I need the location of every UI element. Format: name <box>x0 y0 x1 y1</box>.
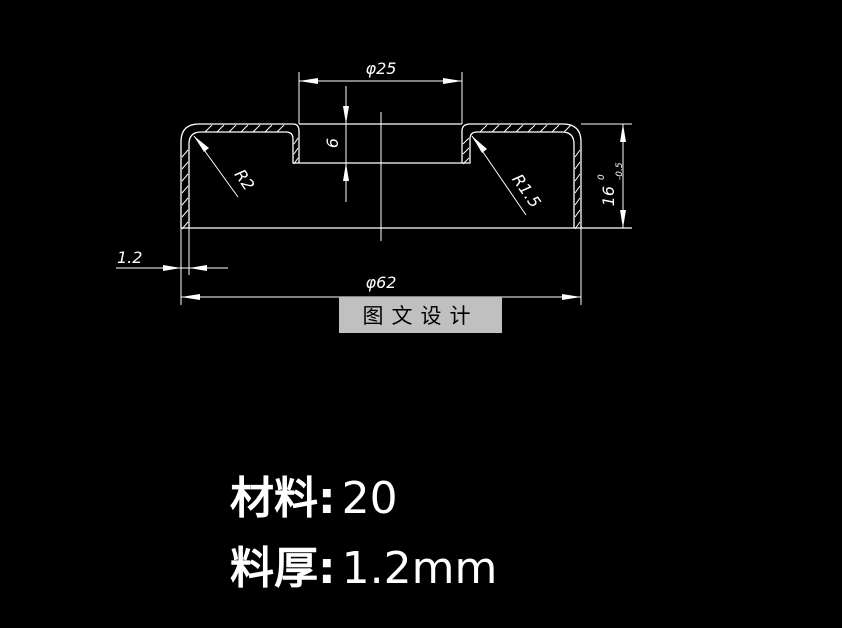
hatch-line <box>574 185 581 194</box>
hatch-line <box>276 124 285 133</box>
dim-height: 16 0 -0.5 <box>597 162 625 206</box>
arrow <box>343 163 349 181</box>
hatch-line <box>204 124 213 133</box>
hatch-line <box>240 124 249 133</box>
arrow <box>343 106 349 124</box>
thickness-label: 料厚: <box>230 543 336 594</box>
hatch-line <box>293 147 299 155</box>
thickness-value: 1.2mm <box>341 543 498 594</box>
dim-inner-radius: R2 <box>231 166 259 194</box>
hatch-line <box>181 209 189 218</box>
arrow <box>443 78 462 84</box>
arrow <box>181 294 200 300</box>
arrow <box>163 265 181 271</box>
hatch-line <box>574 161 581 170</box>
hatch-line <box>515 124 524 133</box>
dim-outer-diameter: φ62 <box>366 273 397 292</box>
watermark: 图文设计 <box>339 297 502 333</box>
hatch-line <box>181 149 189 158</box>
hatch-line <box>574 149 581 158</box>
arrow <box>299 78 318 84</box>
arrow <box>562 294 581 300</box>
hatch-line <box>527 124 536 133</box>
hatch-line <box>462 137 470 145</box>
hatch-line <box>574 173 581 182</box>
hatch-line <box>181 173 189 182</box>
dim-height-value: 16 <box>599 186 618 206</box>
arrow <box>194 136 209 152</box>
dim-recess-depth: 6 <box>323 138 342 148</box>
material-label: 材料: <box>230 473 336 524</box>
part-outer-profile <box>180 123 582 228</box>
hatch-line <box>551 124 560 133</box>
dim-hole-diameter: φ25 <box>366 59 397 78</box>
dim-height-tol-upper: 0 <box>597 174 607 180</box>
hatch-line <box>293 137 299 145</box>
material-note: 材料:20 <box>230 462 398 526</box>
hatch-line <box>563 124 572 133</box>
dim-height-tol-lower: -0.5 <box>615 162 625 180</box>
hatch-line <box>264 124 273 133</box>
hatch-line <box>491 124 500 133</box>
hatch-line <box>181 197 189 206</box>
dim-thickness: 1.2 <box>117 248 142 267</box>
section-hatching <box>181 124 581 230</box>
hatch-line <box>503 124 512 133</box>
arrow <box>620 124 626 142</box>
dim-recess-radius: R1.5 <box>508 170 545 211</box>
arrow <box>620 210 626 228</box>
hatch-line <box>216 124 225 133</box>
hatch-line <box>574 197 581 206</box>
hatch-line <box>539 124 548 133</box>
hatch-line <box>479 124 488 133</box>
hatch-line <box>228 124 237 133</box>
hatch-line <box>181 161 189 170</box>
hatch-line <box>252 124 261 133</box>
material-value: 20 <box>341 473 398 524</box>
arrow <box>472 136 487 153</box>
hatch-line <box>181 185 189 194</box>
arrow <box>189 265 207 271</box>
hatch-line <box>462 147 470 155</box>
hatch-line <box>574 209 581 218</box>
thickness-note: 料厚:1.2mm <box>230 532 497 596</box>
